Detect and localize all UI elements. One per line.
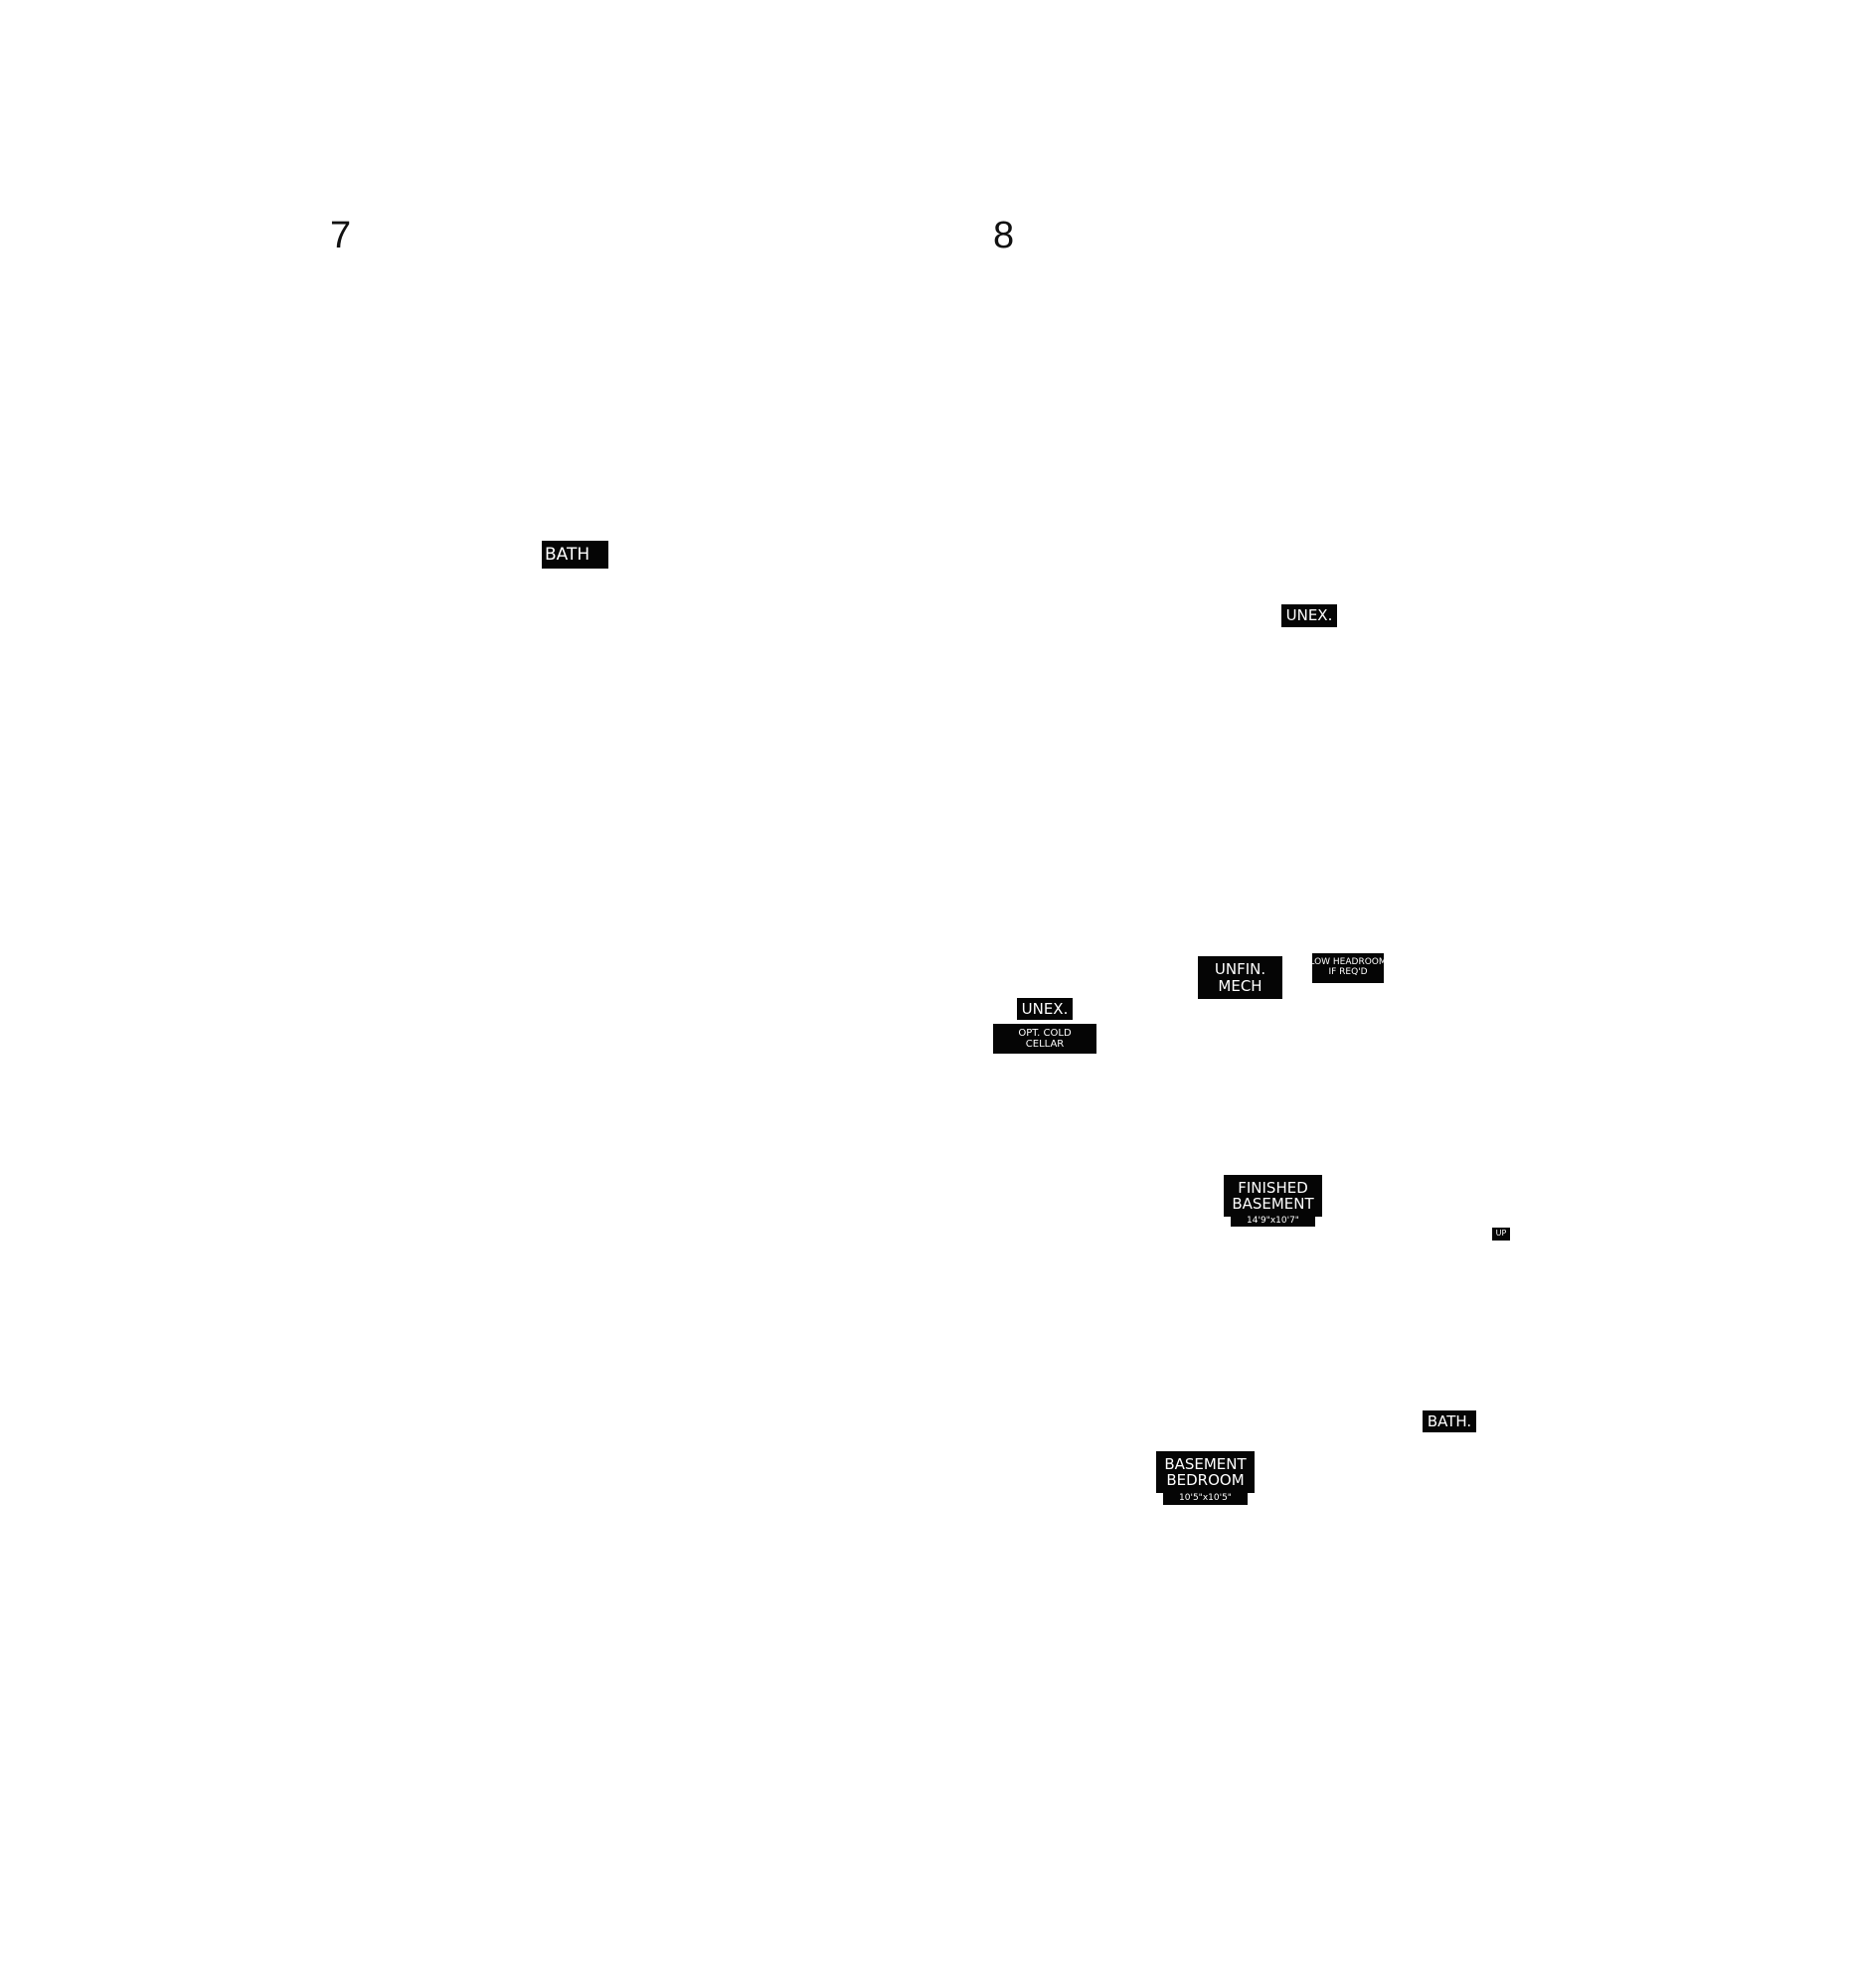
- room-label-opt-cold-cellar-line1: OPT. COLD: [1018, 1028, 1072, 1039]
- note-low-headroom-line2: IF REQ'D: [1328, 967, 1368, 977]
- room-label-unfin-mech: UNFIN. MECH: [1198, 956, 1282, 999]
- room-label-unex-top: UNEX.: [1281, 604, 1337, 627]
- room-label-unfin-mech-line2: MECH: [1218, 976, 1262, 995]
- room-label-bath-right-text: BATH.: [1427, 1411, 1472, 1430]
- room-label-basement-bedroom-line2: BEDROOM: [1166, 1471, 1245, 1489]
- page-number-left: 7: [330, 215, 352, 256]
- stair-label-up-text: UP: [1495, 1229, 1507, 1239]
- room-label-bath-left-text: BATH: [545, 544, 590, 565]
- room-label-bath-left: BATH: [542, 541, 608, 569]
- room-label-opt-cold-cellar-line2: CELLAR: [1025, 1039, 1065, 1050]
- room-dimensions-basement-bedroom: 10'5"x10'5": [1163, 1491, 1248, 1505]
- room-label-unex-lower: UNEX.: [1017, 998, 1073, 1020]
- room-dimensions-finished-basement: 14'9"x10'7": [1231, 1215, 1315, 1227]
- stair-label-up: UP: [1492, 1228, 1510, 1241]
- note-low-headroom: LOW HEADROOM IF REQ'D: [1312, 953, 1384, 983]
- room-label-finished-basement-line2: BASEMENT: [1232, 1195, 1314, 1213]
- room-label-bath-right: BATH.: [1423, 1410, 1476, 1432]
- room-label-unex-lower-text: UNEX.: [1021, 999, 1069, 1018]
- note-low-headroom-line1: LOW HEADROOM: [1312, 957, 1384, 968]
- room-label-basement-bedroom-line1: BASEMENT: [1164, 1454, 1247, 1473]
- room-label-opt-cold-cellar: OPT. COLD CELLAR: [993, 1024, 1096, 1054]
- page-number-right: 8: [993, 215, 1015, 256]
- room-label-unfin-mech-line1: UNFIN.: [1214, 960, 1266, 978]
- room-label-unex-top-text: UNEX.: [1285, 606, 1333, 625]
- room-label-finished-basement-line1: FINISHED: [1238, 1178, 1308, 1197]
- room-label-finished-basement: FINISHED BASEMENT: [1224, 1175, 1322, 1217]
- room-label-basement-bedroom: BASEMENT BEDROOM: [1156, 1451, 1255, 1493]
